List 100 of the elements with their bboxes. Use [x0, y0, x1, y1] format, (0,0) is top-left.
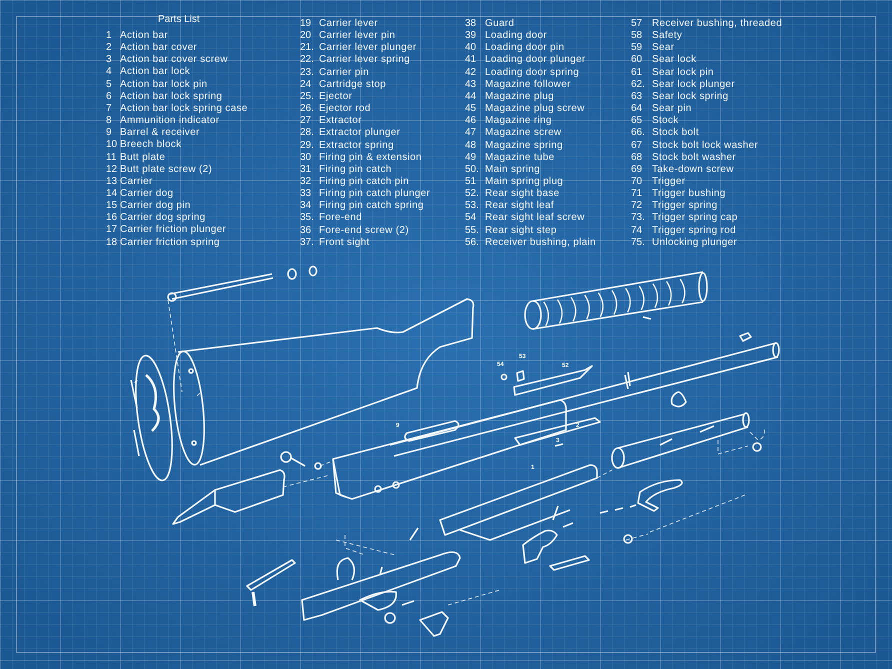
part-name: Action bar lock spring case [120, 102, 248, 114]
part-number: 10 [106, 139, 118, 150]
part-name: Breech block [120, 139, 182, 150]
part-number: 38 [465, 18, 476, 29]
part-number: 61 [631, 66, 642, 78]
part-name: Ammunition indicator [120, 115, 220, 126]
part-name: Magazine follower [485, 78, 571, 90]
part-number: 47 [465, 127, 476, 138]
part-number: 35. [300, 212, 314, 224]
part-number: 64 [631, 103, 642, 114]
part-name: Fore-end [319, 212, 362, 224]
part-name: Take-down screw [652, 164, 734, 175]
part-name: Sear lock pin [652, 66, 714, 78]
part-number: 68 [631, 152, 642, 163]
part-name: Extractor spring [319, 140, 394, 150]
part-name: Stock bolt [652, 127, 699, 138]
part-number: 73. [631, 212, 645, 224]
part-name: Trigger spring rod [652, 224, 736, 236]
part-name: Magazine plug screw [485, 103, 585, 114]
part-name: Trigger spring [652, 200, 718, 212]
part-name: Stock bolt washer [652, 152, 736, 163]
part-number: 55. [465, 224, 479, 236]
part-name: Firing pin catch [319, 164, 392, 175]
part-name: Rear sight leaf screw [485, 212, 585, 224]
part-number: 46 [465, 115, 476, 126]
part-name: Sear lock spring [652, 90, 728, 102]
part-number: 48 [465, 140, 476, 150]
part-name: Rear sight step [485, 224, 557, 236]
part-number: 66. [631, 127, 645, 138]
part-number: 22. [300, 54, 314, 66]
part-number: 43 [465, 78, 476, 90]
part-number: 4 [106, 66, 112, 78]
part-number: 26. [300, 103, 314, 114]
part-number: 28. [300, 127, 314, 138]
part-number: 74 [631, 224, 642, 236]
part-name: Stock bolt lock washer [652, 140, 758, 150]
part-number: 50. [465, 164, 479, 175]
part-number: 42 [465, 66, 476, 78]
part-number: 15 [106, 200, 118, 212]
part-name: Trigger [652, 176, 686, 187]
part-number: 12 [106, 164, 118, 175]
part-name: Magazine screw [485, 127, 562, 138]
part-number: 6 [106, 90, 112, 102]
part-number: 56. [465, 236, 479, 248]
part-number: 75. [631, 236, 645, 248]
part-number: 44 [465, 90, 476, 102]
part-number: 21. [300, 42, 314, 54]
part-number: 52. [465, 188, 479, 200]
part-number: 1 [106, 30, 112, 41]
part-number: 29. [300, 140, 314, 150]
part-number: 7 [106, 102, 112, 114]
part-number: 71 [631, 188, 642, 200]
part-name: Firing pin catch spring [319, 200, 424, 212]
part-name: Front sight [319, 236, 370, 248]
part-name: Carrier dog spring [120, 212, 206, 224]
part-number: 30 [300, 152, 312, 163]
part-number: 32 [300, 176, 312, 187]
part-name: Carrier friction plunger [120, 224, 226, 236]
part-name: Trigger spring cap [652, 212, 738, 224]
part-number: 59 [631, 42, 642, 54]
part-name: Carrier dog [120, 188, 174, 199]
part-name: Action bar lock [120, 66, 190, 78]
part-name: Extractor plunger [319, 127, 400, 138]
part-name: Sear [652, 42, 674, 54]
part-number: 16 [106, 212, 118, 224]
part-name: Carrier lever spring [319, 54, 410, 66]
part-number: 33 [300, 188, 312, 200]
part-name: Butt plate [120, 152, 166, 162]
part-name: Sear pin [652, 103, 692, 114]
part-number: 9 [106, 127, 112, 138]
part-name: Magazine tube [485, 152, 555, 163]
part-number: 24 [300, 78, 312, 90]
part-name: Firing pin catch pin [319, 176, 409, 187]
parts-list-heading: Parts List [158, 14, 200, 25]
part-name: Loading door plunger [485, 54, 586, 66]
part-name: Guard [485, 18, 514, 29]
part-number: 3 [106, 54, 112, 66]
part-number: 63 [631, 90, 642, 102]
part-name: Butt plate screw (2) [120, 164, 212, 175]
part-number: 72 [631, 200, 642, 212]
part-number: 2 [106, 42, 112, 54]
part-name: Action bar lock spring [120, 90, 222, 102]
part-name: Fore-end screw (2) [319, 224, 409, 236]
part-name: Loading door spring [485, 66, 580, 78]
part-number: 11 [106, 152, 116, 162]
part-name: Action bar [120, 30, 168, 41]
part-number: 13 [106, 176, 118, 187]
part-name: Loading door pin [485, 42, 564, 54]
part-number: 51 [465, 176, 476, 187]
part-name: Carrier dog pin [120, 200, 191, 212]
part-name: Sear lock plunger [652, 78, 735, 90]
part-name: Action bar cover [120, 42, 198, 54]
part-number: 67 [631, 140, 642, 150]
part-number: 39 [465, 30, 476, 42]
part-name: Carrier pin [319, 66, 369, 78]
part-name: Action bar lock pin [120, 78, 208, 90]
part-number: 8 [106, 115, 112, 126]
part-name: Magazine ring [485, 115, 552, 126]
part-name: Extractor [319, 115, 362, 126]
part-number: 36 [300, 224, 312, 236]
